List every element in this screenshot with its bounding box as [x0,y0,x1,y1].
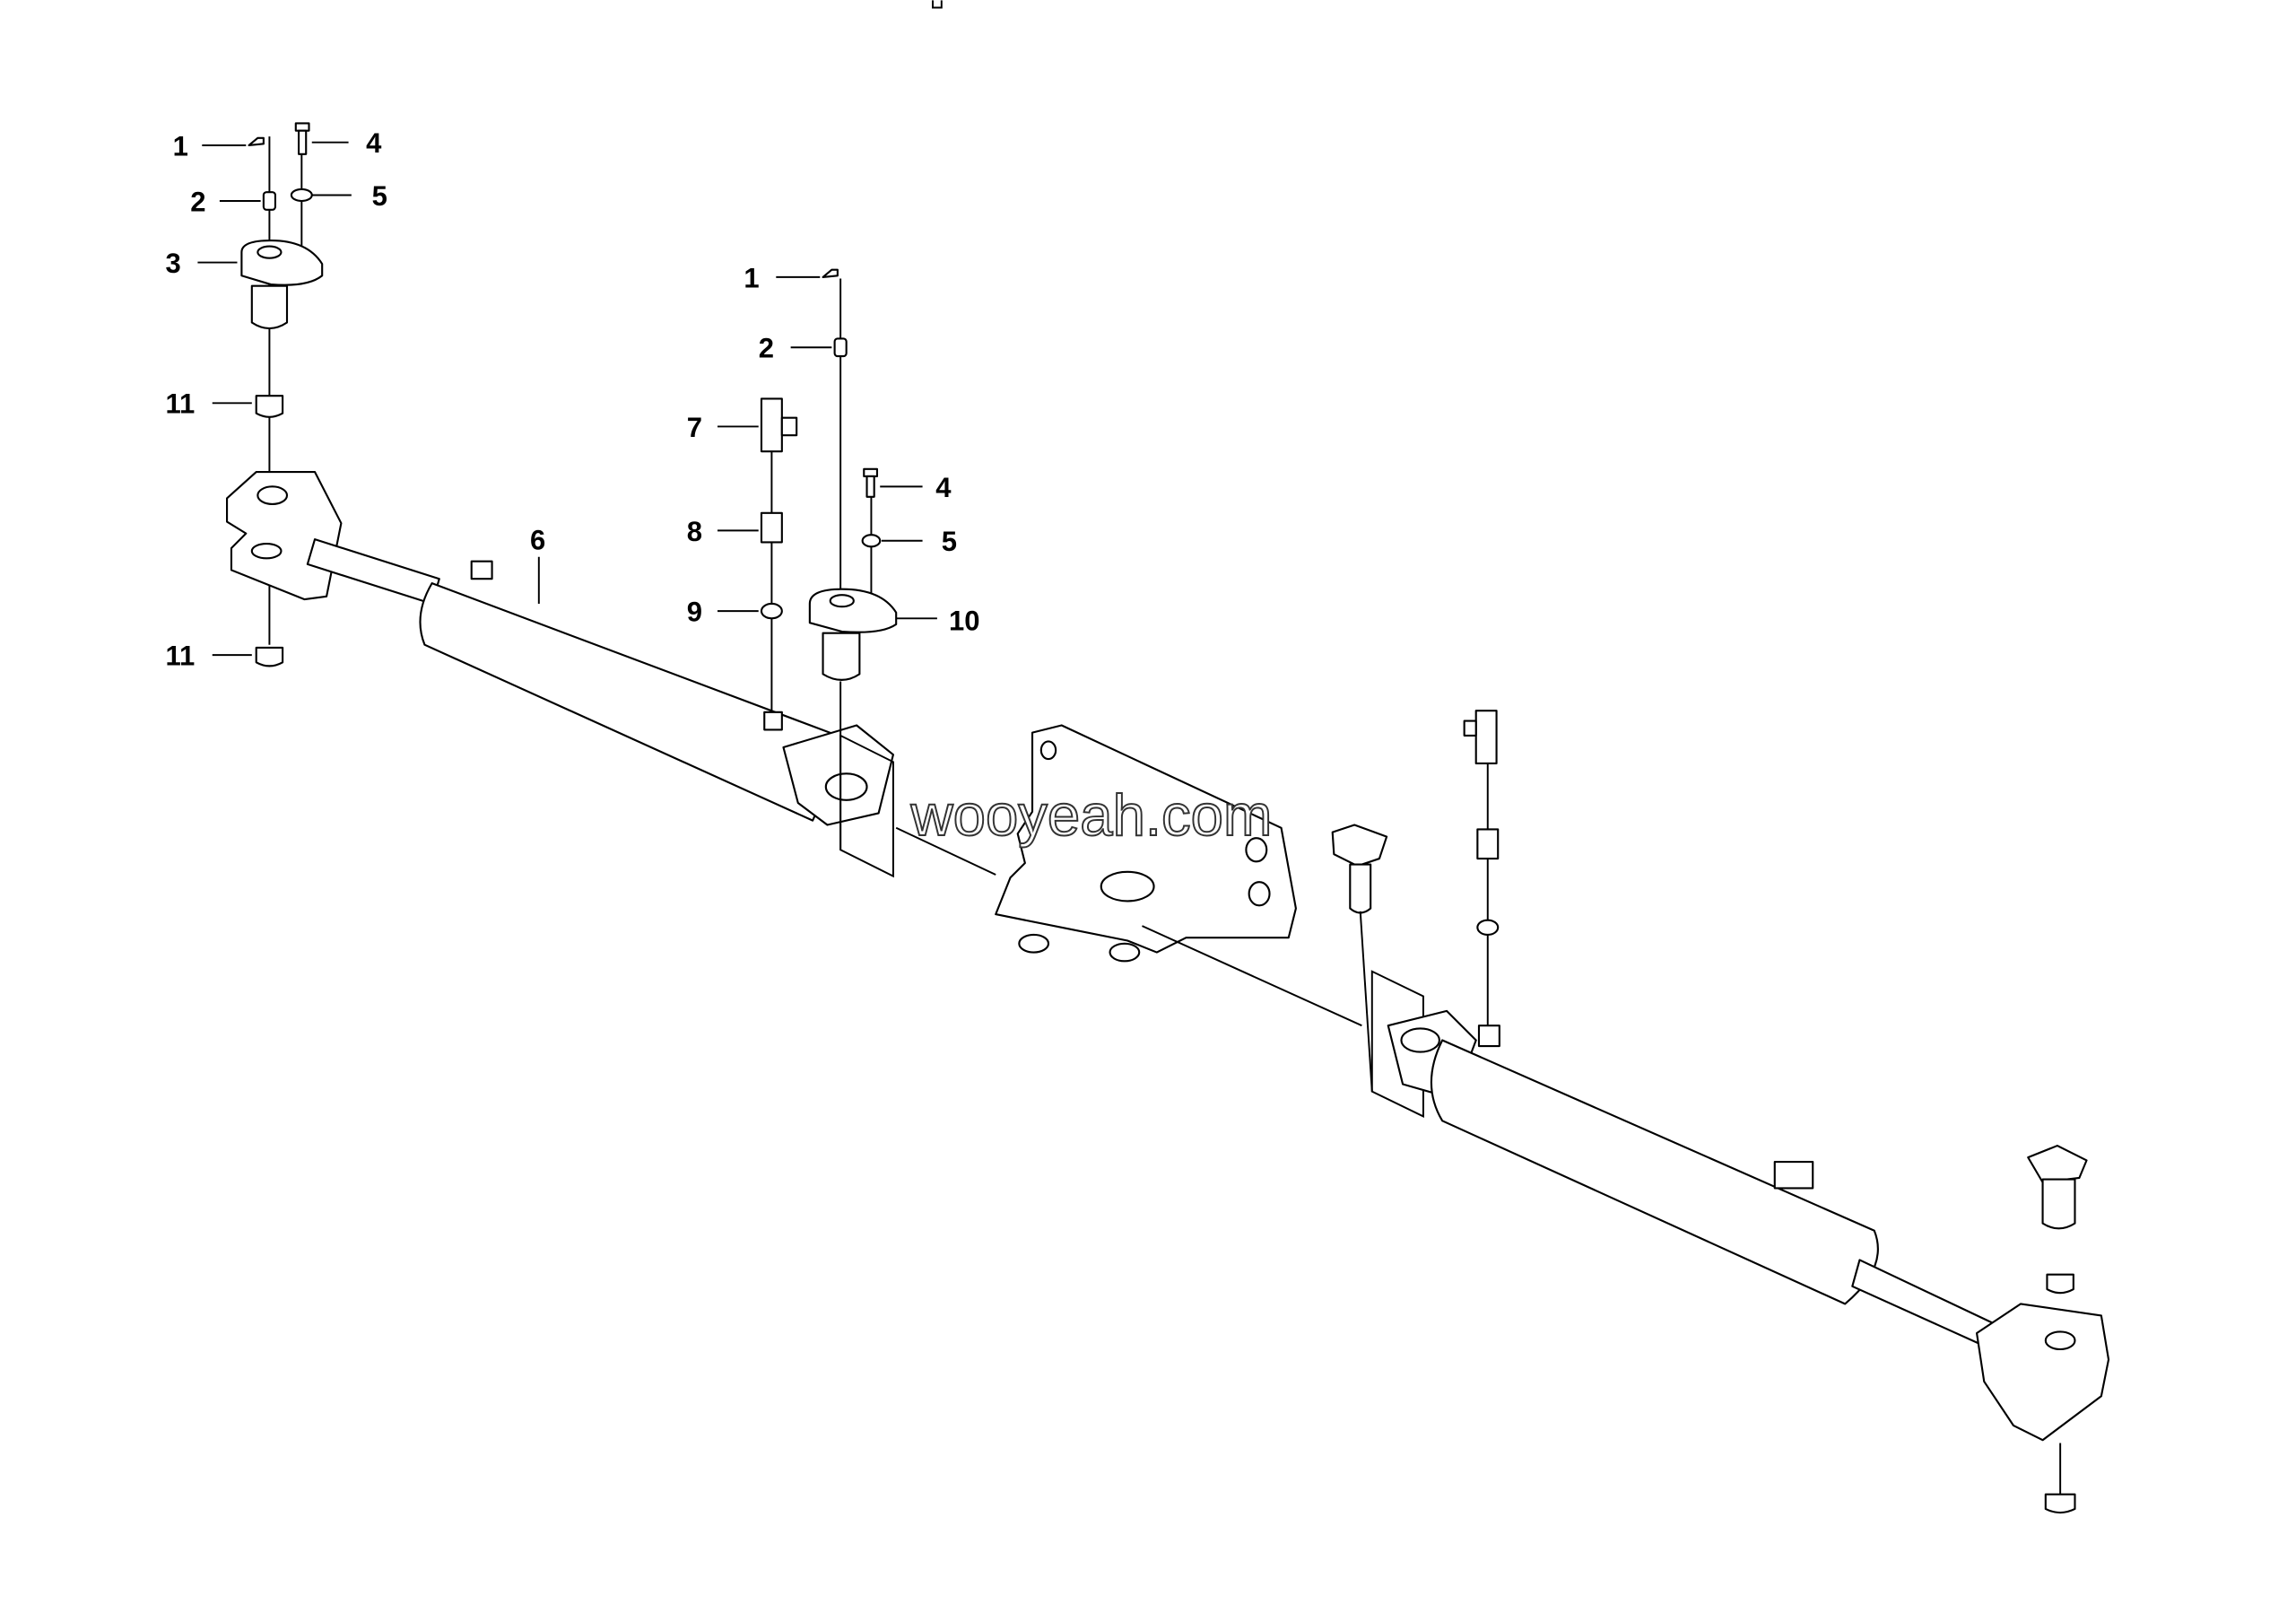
callout-11-lower: 11 [165,641,195,672]
callout-8: 8 [687,516,702,547]
callout-9: 9 [687,597,702,628]
mounting-bracket [995,724,1297,954]
left-pin-group [197,122,352,667]
left-clevis [226,470,343,601]
callout-2-middle: 2 [759,333,774,364]
right-cylinder [1430,1039,1879,1305]
callout-1-middle: 1 [744,262,759,293]
right-fittings-group [1331,710,1500,1118]
right-clevis [1976,1303,2110,1442]
callout-1: 1 [173,130,188,161]
callout-labels: 1 2 3 4 5 6 7 8 9 10 11 11 1 2 4 5 [165,127,979,671]
callout-5: 5 [372,180,387,212]
callout-10: 10 [949,605,979,636]
callout-5-middle: 5 [942,526,957,557]
watermark: wooyeah.com [910,782,1273,848]
middle-fittings-group [718,268,937,878]
callout-4-middle: 4 [935,472,952,503]
callout-11-upper: 11 [165,388,195,420]
callout-7: 7 [687,412,702,443]
callout-4: 4 [366,127,382,159]
top-mark [932,0,943,9]
callout-2: 2 [190,186,205,217]
left-cylinder [419,582,850,822]
callout-3: 3 [165,248,180,279]
callout-6: 6 [530,525,545,556]
